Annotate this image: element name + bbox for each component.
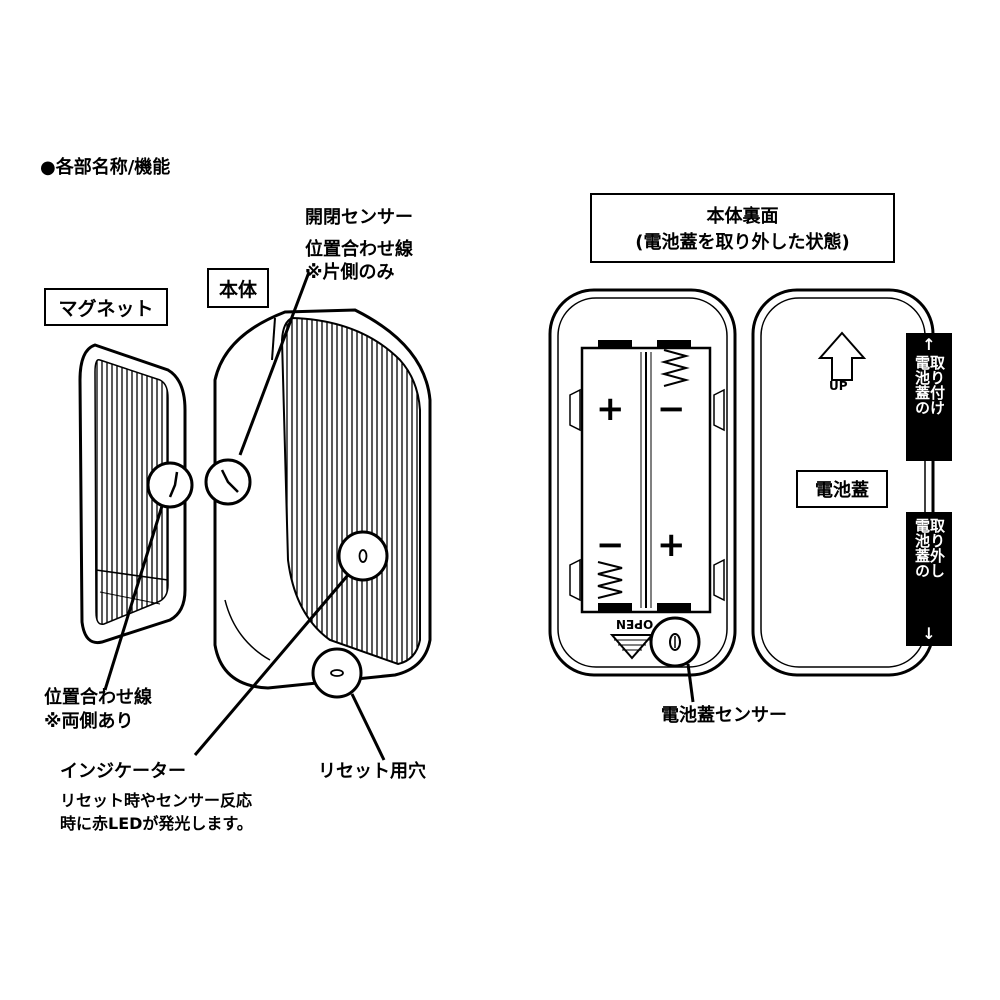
- attach-text-2: 取り付け: [928, 355, 946, 415]
- back-title: 本体裏面: [706, 206, 779, 227]
- battery-sensor-label: 電池蓋センサー: [661, 705, 787, 726]
- polarity-plus-bottom-right: +: [657, 525, 686, 565]
- magnet-unit: [78, 343, 194, 645]
- arrow-up-icon: ↑: [922, 335, 936, 354]
- magnet-align-circle: [146, 461, 194, 509]
- indicator-desc-2: 時に赤LEDが発光します。: [60, 814, 253, 833]
- polarity-minus-bottom-left: −: [596, 525, 625, 565]
- remove-text-2: 取り外し: [928, 518, 946, 578]
- back-title-box: 本体裏面 (電池蓋を取り外した状態): [590, 193, 895, 263]
- remove-text-1: 電池蓋の: [913, 518, 931, 578]
- attach-instruction-bar: ↑ 電池蓋の 取り付け: [906, 333, 952, 461]
- leader-lines-left: [103, 271, 386, 761]
- body-label: 本体: [207, 268, 269, 308]
- page-title: ●各部名称/機能: [40, 157, 171, 178]
- up-label: UP: [829, 379, 848, 393]
- battery-cover-label: 電池蓋: [796, 470, 888, 508]
- magnet-label: マグネット: [44, 288, 168, 326]
- arrow-down-icon: ↓: [922, 624, 936, 643]
- sensor-align-note: ※片側のみ: [305, 262, 395, 283]
- open-label: OPEN: [616, 616, 654, 631]
- indicator-label: インジケーター: [60, 761, 186, 782]
- polarity-minus-top-right: −: [657, 389, 686, 429]
- polarity-plus-top-left: +: [596, 389, 625, 429]
- main-body-unit: [204, 308, 432, 699]
- remove-instruction-bar: 電池蓋の 取り外し ↓: [906, 512, 952, 646]
- align-line-label: 位置合わせ線: [44, 687, 152, 708]
- align-line-note: ※両側あり: [44, 711, 134, 732]
- indicator-desc-1: リセット時やセンサー反応: [60, 791, 253, 810]
- sensor-label: 開閉センサー: [305, 207, 413, 228]
- attach-text-1: 電池蓋の: [913, 355, 931, 415]
- back-subtitle: (電池蓋を取り外した状態): [635, 232, 850, 253]
- sensor-align-label: 位置合わせ線: [305, 239, 413, 260]
- body-back-unit: [548, 288, 737, 703]
- reset-hole-label: リセット用穴: [318, 761, 426, 782]
